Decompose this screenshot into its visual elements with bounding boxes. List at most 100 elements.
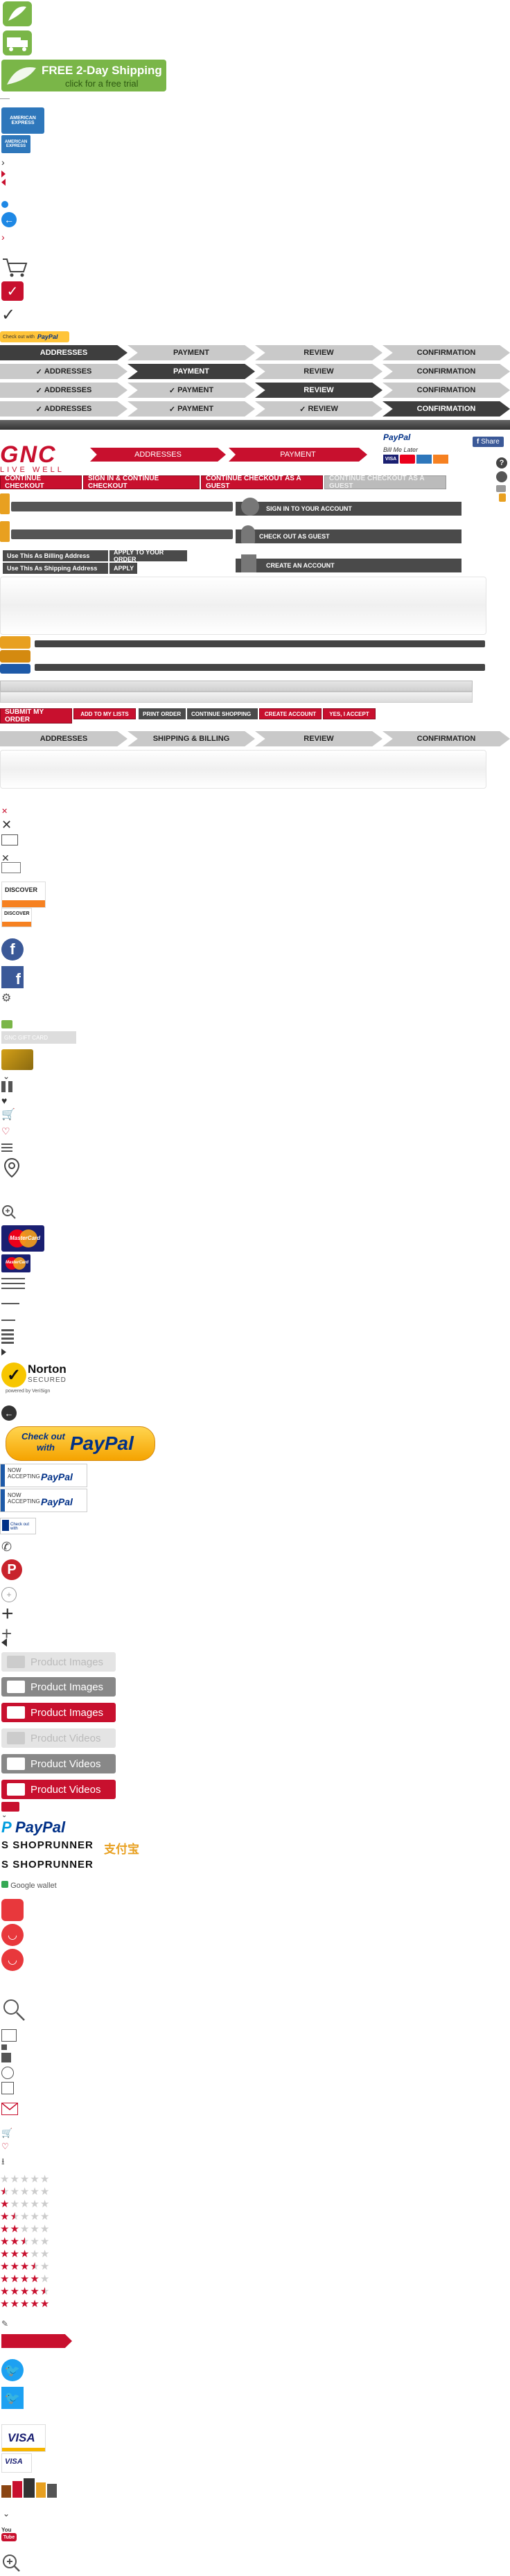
heart-outline-red-icon[interactable]: ♡ bbox=[1, 1125, 10, 1137]
divider-line bbox=[0, 98, 10, 99]
minus-box-icon[interactable] bbox=[1, 834, 18, 845]
gear-icon[interactable]: ⚙ bbox=[1, 992, 12, 1004]
norton-secured-badge[interactable]: ✓ Norton SECURED powered by VeriSign bbox=[1, 1360, 75, 1397]
star-ratings: ★★★★★★★★★★★★★★★★★★★★★★★★★★★★★★★★★★★★★★★★… bbox=[0, 2173, 69, 2312]
discover-card-small: DISCOVER bbox=[1, 908, 32, 927]
download-icon[interactable]: ⭳ bbox=[1, 2156, 5, 2166]
rss-icon-2[interactable]: ◡ bbox=[1, 1949, 24, 1971]
close-x-icon[interactable]: ✕ bbox=[1, 852, 10, 864]
email-icon[interactable] bbox=[1, 2103, 18, 2115]
twitter-circle-icon[interactable]: 🐦 bbox=[1, 2359, 24, 2381]
apply-to-order-button[interactable]: APPLY TO YOUR ORDER bbox=[109, 549, 187, 563]
sign-in-account-button[interactable]: SIGN IN TO YOUR ACCOUNT bbox=[236, 498, 461, 516]
chevron-down-icon[interactable]: ⌄ bbox=[3, 1071, 10, 1081]
create-account-button[interactable]: CREATE AN ACCOUNT bbox=[236, 554, 461, 572]
checkmark-icon: ✓ bbox=[299, 405, 308, 414]
continue-as-guest-button[interactable]: CONTINUE CHECKOUT AS A GUEST bbox=[201, 475, 323, 490]
yes-accept-button[interactable]: YES, I ACCEPT bbox=[323, 708, 376, 719]
facebook-share-button[interactable]: f Share bbox=[473, 437, 504, 447]
pin-icon[interactable] bbox=[3, 1157, 21, 1178]
step-label: REVIEW bbox=[308, 405, 338, 413]
continue-checkout-button[interactable]: CONTINUE CHECKOUT bbox=[0, 475, 82, 490]
step-label: PAYMENT bbox=[177, 405, 214, 413]
back-circle-icon[interactable]: ← bbox=[1, 212, 17, 227]
heart-red-outline-icon[interactable]: ♡ bbox=[1, 2141, 9, 2151]
plus-icon[interactable]: + bbox=[1, 1602, 14, 1625]
back-triangle-icon[interactable] bbox=[1, 1638, 7, 1647]
star-icon: ★ bbox=[0, 2261, 10, 2272]
chevron-right-icon[interactable]: › bbox=[1, 157, 5, 168]
check-out-guest-button[interactable]: CHECK OUT AS GUEST bbox=[236, 525, 461, 543]
phone-icon[interactable]: ✆ bbox=[1, 1540, 12, 1554]
search-dark-icon[interactable] bbox=[496, 471, 507, 482]
product-videos-tab-active[interactable]: Product Videos bbox=[1, 1780, 116, 1799]
pencil-small-icon[interactable]: ✎ bbox=[1, 2319, 9, 2329]
share-arrow-icon[interactable] bbox=[1, 2029, 17, 2042]
now-accepting-brand: PayPal bbox=[41, 1496, 73, 1507]
sign-in-continue-button[interactable]: SIGN IN & CONTINUE CHECKOUT bbox=[83, 475, 200, 490]
continue-shopping-button[interactable]: CONTINUE SHOPPING bbox=[187, 708, 258, 719]
step-addresses-done: ✓ ADDRESSES bbox=[0, 383, 128, 398]
share-label: Share bbox=[481, 438, 500, 446]
cart-icon[interactable] bbox=[1, 256, 29, 279]
plus-circle-icon[interactable]: + bbox=[1, 1587, 17, 1602]
paypal-checkout-mini[interactable]: Check out with bbox=[0, 1518, 36, 1534]
star-rating-row: ★★★★★ bbox=[0, 2273, 50, 2285]
cart-outline-icon[interactable]: 🛒 bbox=[1, 2128, 13, 2138]
user-outline-icon[interactable] bbox=[1, 2067, 14, 2079]
product-videos-tab[interactable]: Product Videos bbox=[1, 1754, 116, 1773]
chat-icon[interactable] bbox=[496, 485, 506, 492]
star-icon: ★ bbox=[39, 2273, 51, 2285]
grey-progress-bar bbox=[0, 681, 473, 692]
paypal-mini-checkout-label: Check out with bbox=[10, 1523, 30, 1531]
step-confirmation: CONFIRMATION bbox=[382, 731, 510, 746]
twitter-square-icon[interactable]: 🐦 bbox=[1, 2387, 24, 2409]
help-icon[interactable]: ? bbox=[496, 457, 507, 468]
product-images-tab-active[interactable]: Product Images bbox=[1, 1703, 116, 1722]
video-small-red-icon[interactable] bbox=[1, 1802, 19, 1812]
zoom-in-icon[interactable] bbox=[1, 1204, 17, 1220]
print-icon[interactable] bbox=[1, 2053, 11, 2062]
list-icon[interactable] bbox=[1, 1144, 12, 1153]
grey-progress-bar-2 bbox=[0, 692, 473, 703]
zoom-in-bottom-icon[interactable] bbox=[1, 2553, 21, 2573]
product-images-tab[interactable]: Product Images bbox=[1, 1677, 116, 1697]
plus-thin-icon[interactable]: + bbox=[1, 1623, 12, 1644]
shoprunner-text: SHOPRUNNER bbox=[12, 1839, 94, 1851]
print-order-button[interactable]: PRINT ORDER bbox=[139, 708, 186, 719]
cart-small-icon[interactable]: 🛒 bbox=[1, 1109, 15, 1121]
logout-icon[interactable] bbox=[1, 2082, 14, 2094]
free-shipping-banner[interactable]: FREE 2-Day Shipping click for a free tri… bbox=[1, 60, 166, 91]
submit-order-button[interactable]: SUBMIT MY ORDER bbox=[0, 708, 72, 724]
chevron-right-red-icon[interactable]: › bbox=[1, 231, 5, 243]
norton-powered: powered by VeriSign bbox=[6, 1389, 51, 1394]
facebook-square-icon[interactable]: f bbox=[1, 966, 24, 988]
apply-button[interactable]: APPLY bbox=[109, 563, 137, 574]
close-icon[interactable]: ✕ bbox=[1, 818, 12, 832]
add-to-lists-button[interactable]: ADD TO MY LISTS bbox=[73, 708, 136, 719]
facebook-circle-icon[interactable]: f bbox=[1, 938, 24, 961]
pinterest-icon[interactable]: P bbox=[1, 1559, 22, 1580]
youtube-icon[interactable]: You Tube bbox=[1, 2527, 21, 2545]
play-small-icon[interactable] bbox=[1, 1349, 6, 1356]
close-small-red-icon[interactable]: ✕ bbox=[1, 807, 8, 816]
paypal-checkout-button[interactable]: Check out with PayPal bbox=[6, 1426, 155, 1461]
search-icon[interactable] bbox=[1, 1997, 26, 2022]
paypal-bml-badge[interactable]: PayPal Bill Me Later VISA bbox=[383, 432, 473, 470]
star-icon: ★ bbox=[19, 2261, 30, 2272]
hamburger-icon[interactable] bbox=[1, 1278, 25, 1292]
amex-label-small: AMERICAN EXPRESS bbox=[4, 140, 28, 148]
leaf-icon bbox=[7, 67, 36, 85]
create-account-order-button[interactable]: CREATE ACCOUNT bbox=[259, 708, 322, 719]
chevron-down-bottom-icon[interactable]: ⌄ bbox=[3, 2509, 10, 2518]
star-icon: ★ bbox=[10, 2198, 20, 2210]
use-shipping-address-button[interactable]: Use This As Shipping Address bbox=[3, 563, 108, 574]
heart-icon[interactable]: ♥ bbox=[1, 1095, 8, 1106]
back-dark-circle-icon[interactable]: ← bbox=[1, 1405, 17, 1421]
paypal-mini-banner[interactable]: Check out with PayPal bbox=[0, 331, 69, 342]
gnc-logo[interactable]: GNC LIVE WELL bbox=[0, 443, 90, 474]
grid-icon[interactable] bbox=[1, 1081, 12, 1092]
use-billing-address-button[interactable]: Use This As Billing Address bbox=[3, 550, 108, 561]
rss-icon[interactable]: ◡ bbox=[1, 1924, 24, 1946]
chevron-down-small-icon[interactable]: ⌄ bbox=[1, 1812, 8, 1819]
